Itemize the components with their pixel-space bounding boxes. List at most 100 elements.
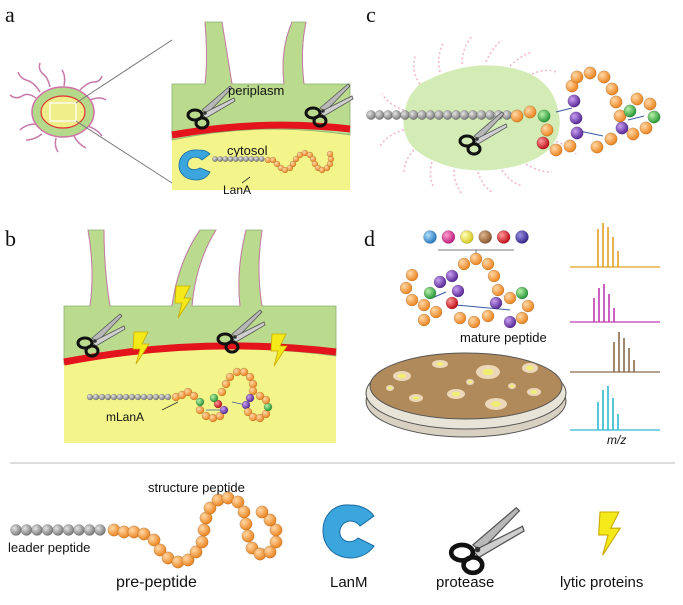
- mature-bead: [626, 127, 640, 141]
- mass-spectra: [570, 223, 660, 431]
- bridge-line: [627, 115, 645, 121]
- mature-bead: [521, 299, 535, 313]
- leader-bead: [451, 110, 461, 120]
- leader-bead: [116, 393, 124, 401]
- mature-bead: [467, 315, 481, 329]
- zoom-line-top: [75, 39, 173, 104]
- label-lanm: LanM: [330, 574, 368, 591]
- legend: structure peptide leader peptide pre-pep…: [8, 480, 643, 591]
- structure-bead: [273, 160, 281, 168]
- mature-bead: [481, 309, 495, 323]
- mature-bead: [263, 402, 273, 412]
- mature-bead: [563, 139, 577, 153]
- panel-a: a: [5, 2, 355, 197]
- mature-bead: [261, 395, 271, 405]
- mature-bead: [537, 109, 551, 123]
- mature-bead: [491, 283, 505, 297]
- panel-d-letter: d: [364, 226, 375, 251]
- label-leader-peptide: leader peptide: [8, 540, 90, 555]
- mature-peptide-c: [366, 66, 661, 157]
- mature-bead: [540, 123, 554, 137]
- lana-chain: [212, 149, 335, 174]
- leader-bead: [94, 524, 106, 536]
- structure-bead: [237, 505, 251, 519]
- structure-bead: [153, 543, 167, 557]
- mature-bead: [433, 275, 447, 289]
- mature-bead: [217, 387, 227, 397]
- leader-bead: [248, 156, 255, 162]
- mature-bead: [221, 379, 231, 389]
- leader-bead: [73, 524, 85, 536]
- mature-bead: [481, 257, 495, 271]
- leader-bead: [222, 156, 229, 162]
- leader-bead: [366, 110, 376, 120]
- leader-bead: [442, 110, 453, 120]
- leader-bead: [374, 110, 385, 120]
- mature-bead: [195, 397, 205, 407]
- leader-bead: [417, 110, 427, 120]
- panel-b: b mLanA: [5, 226, 337, 443]
- mature-bead: [248, 386, 258, 396]
- mature-bead: [189, 391, 199, 401]
- mature-bead: [209, 393, 219, 403]
- panel-c: c: [366, 2, 661, 195]
- mature-bead: [429, 305, 443, 319]
- structure-bead: [197, 523, 211, 537]
- leader-bead: [238, 156, 244, 162]
- mature-bead: [405, 293, 419, 307]
- leader-bead: [253, 156, 260, 162]
- mature-bead: [201, 411, 211, 421]
- structure-bead: [326, 150, 334, 158]
- structure-bead: [147, 533, 161, 547]
- zoom-line-bottom: [75, 120, 173, 184]
- mature-bead: [245, 372, 255, 382]
- mature-bead: [225, 372, 235, 382]
- label-lytic-proteins: lytic proteins: [560, 574, 643, 591]
- mature-bead: [445, 269, 459, 283]
- leader-bead: [122, 393, 130, 401]
- mature-bead: [399, 281, 413, 295]
- leader-bead: [243, 156, 250, 162]
- mature-bead: [605, 82, 619, 96]
- panel-d: d mature peptide m/z: [364, 223, 660, 447]
- label-pre-peptide: pre-peptide: [116, 574, 197, 591]
- mature-bead: [241, 400, 251, 410]
- mature-bead: [503, 291, 517, 305]
- structure-bead: [263, 513, 277, 527]
- structure-bead: [231, 495, 245, 509]
- leader-bead: [391, 110, 402, 120]
- mature-bead: [570, 70, 584, 84]
- mature-bead: [423, 230, 437, 244]
- lanm-icon: [178, 149, 211, 181]
- label-cytosol: cytosol: [227, 143, 268, 158]
- mature-bead: [248, 412, 258, 422]
- mature-bead: [255, 413, 265, 423]
- leader-bead: [20, 524, 33, 536]
- structure-bead: [269, 535, 283, 549]
- leader-bead: [459, 110, 470, 120]
- mature-bead: [243, 407, 253, 417]
- structure-bead: [241, 529, 255, 543]
- mature-bead: [183, 387, 193, 397]
- mature-bead: [597, 70, 611, 84]
- leader-bead: [104, 393, 112, 401]
- mature-bead: [487, 269, 501, 283]
- leader-bead: [134, 393, 142, 401]
- mature-bead: [417, 298, 431, 312]
- panel-c-letter: c: [366, 2, 376, 27]
- mature-bead: [510, 109, 524, 123]
- mature-bead: [630, 92, 644, 106]
- mature-bead: [405, 268, 419, 282]
- bridge-line: [455, 304, 511, 311]
- mature-bead: [569, 111, 583, 125]
- mature-peptide-d: [399, 252, 535, 329]
- leader-bead: [158, 393, 166, 401]
- leader-bead: [400, 110, 410, 120]
- leader-bead: [212, 156, 218, 162]
- panel-b-letter: b: [5, 226, 16, 251]
- mature-bead: [536, 136, 550, 150]
- structure-bead: [269, 523, 283, 537]
- mlana-chain: [86, 367, 273, 423]
- leader-bead: [217, 156, 224, 162]
- leader-bead: [31, 524, 43, 536]
